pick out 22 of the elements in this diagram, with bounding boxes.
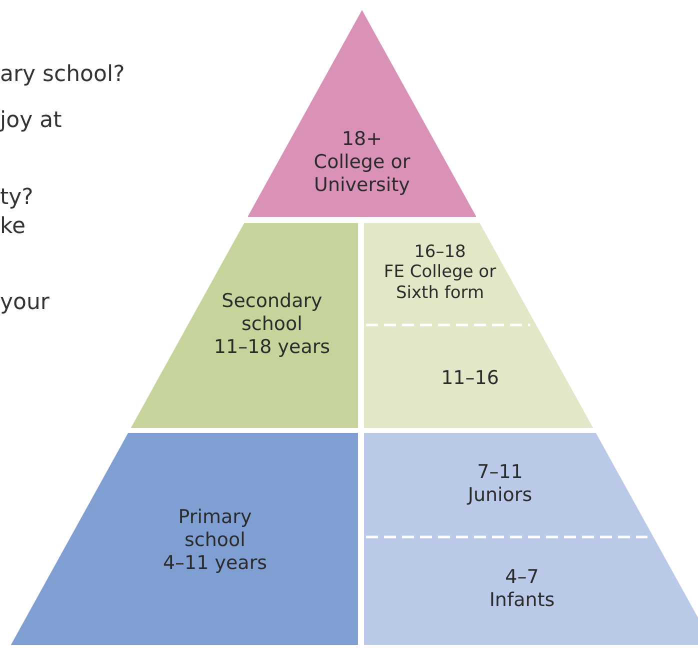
pyramid-section [130,223,358,428]
section-label: Infants [489,588,555,612]
section-label: Juniors [468,484,532,507]
cut-off-text: ty? [0,185,34,210]
pyramid-section [364,537,698,645]
section-label: 16–18 [414,242,466,262]
section-label: 11–18 years [214,336,330,358]
section-label: 4–11 years [162,552,268,574]
section-label: 11–16 [441,367,499,390]
section-label: FE College or Sixth form [382,262,498,304]
cut-off-text: your [0,290,50,315]
pyramid-section [10,433,358,645]
section-label: Primary school [177,506,253,552]
cut-off-text: ary school? [0,62,125,87]
pyramid-section [364,433,654,537]
section-label: 7–11 [477,461,523,484]
section-label: 4–7 [505,566,539,589]
cut-off-text: ke [0,214,26,239]
section-label: 18+ [342,128,382,151]
section-label: College or University [312,150,412,196]
pyramid-section [364,223,536,325]
section-label: Secondary school [220,290,324,336]
